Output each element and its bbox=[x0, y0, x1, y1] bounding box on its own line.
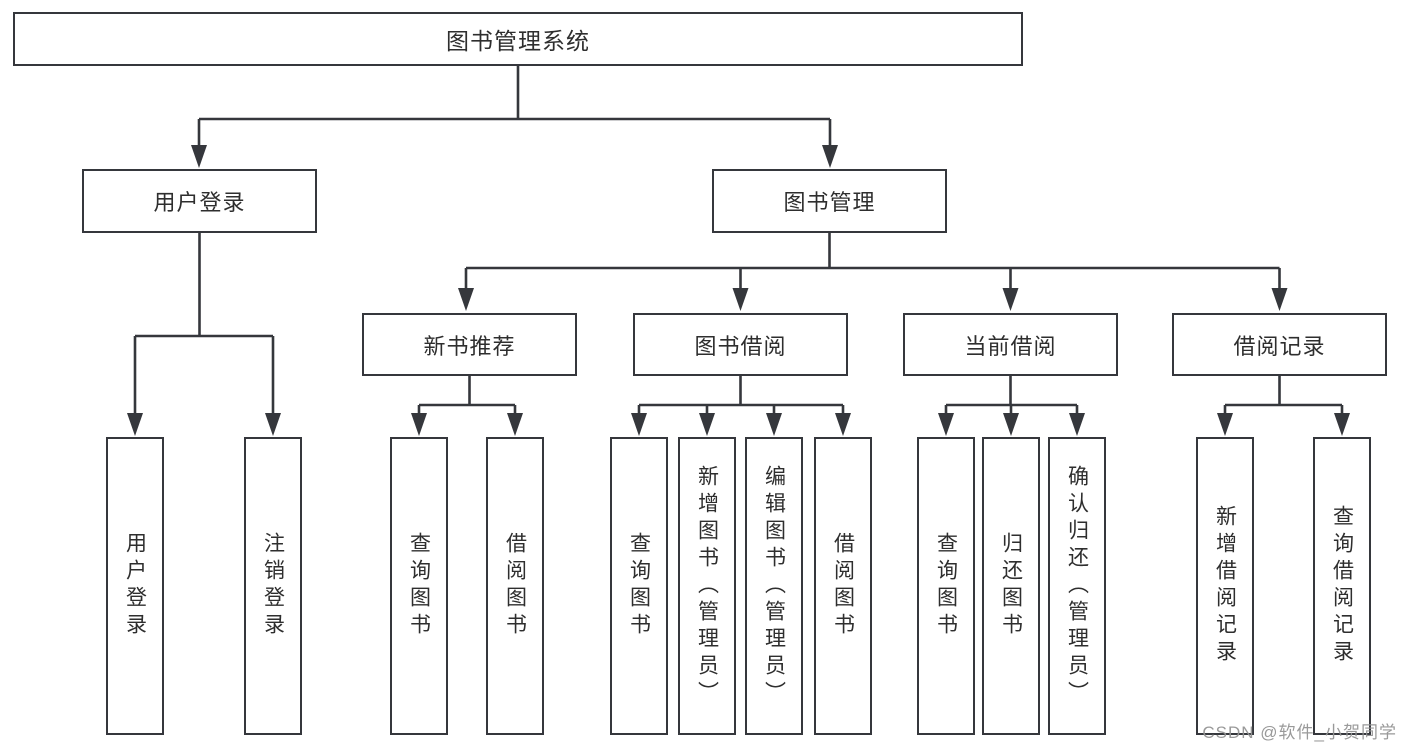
node-book-management-label: 图书管理 bbox=[783, 190, 876, 215]
leaf-logout-login: 注销登录 bbox=[244, 437, 302, 735]
leaf-return-books: 归还图书 bbox=[982, 437, 1040, 735]
node-new-book-recommendation-label: 新书推荐 bbox=[423, 333, 516, 359]
leaf-query-books-current-label: 查询图书 bbox=[934, 532, 958, 640]
leaf-query-borrow-record: 查询借阅记录 bbox=[1313, 437, 1371, 735]
leaf-add-borrow-record-label: 新增借阅记录 bbox=[1213, 505, 1237, 667]
leaf-confirm-return-admin-label: 确认归还（管理员） bbox=[1065, 464, 1089, 708]
leaf-borrow-books-recommend: 借阅图书 bbox=[486, 437, 544, 735]
leaf-add-books-admin-label: 新增图书（管理员） bbox=[695, 464, 719, 708]
leaf-add-borrow-record: 新增借阅记录 bbox=[1196, 437, 1254, 735]
leaf-query-books-current: 查询图书 bbox=[917, 437, 975, 735]
leaf-query-borrow-record-label: 查询借阅记录 bbox=[1330, 505, 1354, 667]
node-current-borrow-label: 当前借阅 bbox=[964, 333, 1057, 359]
node-user-login-label: 用户登录 bbox=[153, 190, 246, 215]
node-user-login: 用户登录 bbox=[82, 169, 317, 233]
csdn-watermark: CSDN @软件_小贺同学 bbox=[1202, 723, 1397, 742]
leaf-edit-books-admin-label: 编辑图书（管理员） bbox=[762, 464, 786, 708]
node-system-root-label: 图书管理系统 bbox=[446, 28, 590, 54]
leaf-edit-books-admin: 编辑图书（管理员） bbox=[745, 437, 803, 735]
node-book-management: 图书管理 bbox=[712, 169, 947, 233]
node-book-borrow-label: 图书借阅 bbox=[694, 333, 787, 359]
leaf-borrow-books-recommend-label: 借阅图书 bbox=[503, 532, 527, 640]
node-borrow-records-label: 借阅记录 bbox=[1233, 333, 1326, 359]
node-book-borrow: 图书借阅 bbox=[633, 313, 848, 376]
leaf-user-login-label: 用户登录 bbox=[123, 532, 147, 640]
leaf-borrow-books-label: 借阅图书 bbox=[831, 532, 855, 640]
node-system-root: 图书管理系统 bbox=[13, 12, 1023, 66]
node-borrow-records: 借阅记录 bbox=[1172, 313, 1387, 376]
leaf-query-books-recommend: 查询图书 bbox=[390, 437, 448, 735]
leaf-user-login: 用户登录 bbox=[106, 437, 164, 735]
leaf-logout-login-label: 注销登录 bbox=[261, 532, 285, 640]
leaf-query-books-borrow: 查询图书 bbox=[610, 437, 668, 735]
leaf-add-books-admin: 新增图书（管理员） bbox=[678, 437, 736, 735]
leaf-confirm-return-admin: 确认归还（管理员） bbox=[1048, 437, 1106, 735]
leaf-borrow-books: 借阅图书 bbox=[814, 437, 872, 735]
node-current-borrow: 当前借阅 bbox=[903, 313, 1118, 376]
leaf-query-books-recommend-label: 查询图书 bbox=[407, 532, 431, 640]
leaf-return-books-label: 归还图书 bbox=[999, 532, 1023, 640]
leaf-query-books-borrow-label: 查询图书 bbox=[627, 532, 651, 640]
node-new-book-recommendation: 新书推荐 bbox=[362, 313, 577, 376]
